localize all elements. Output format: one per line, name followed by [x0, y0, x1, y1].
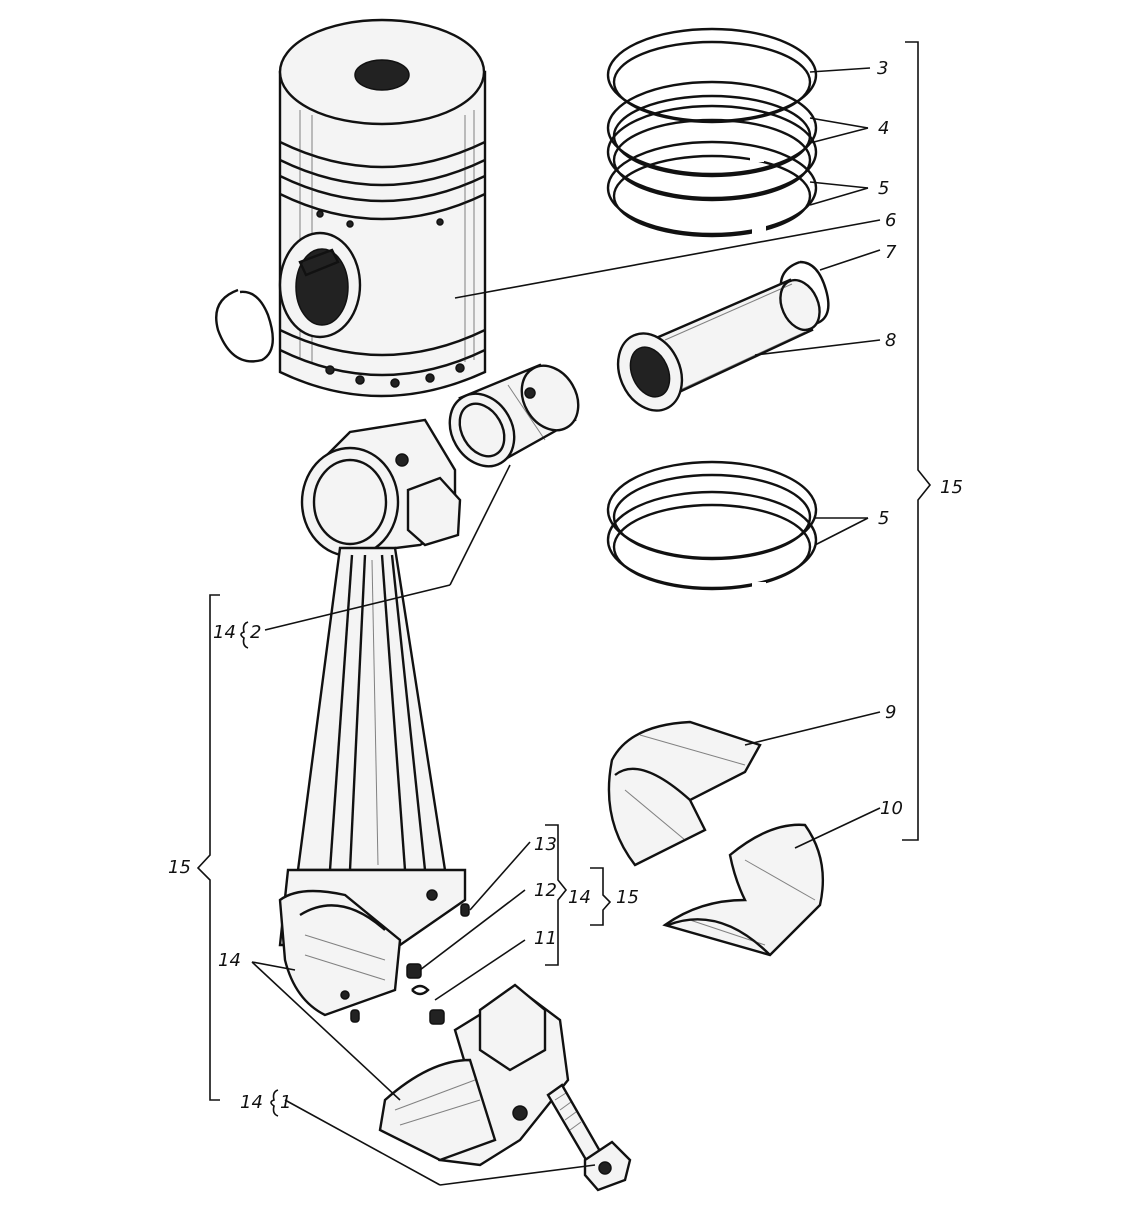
label-3: 3: [877, 58, 888, 79]
piston-icon: [278, 18, 487, 398]
label-4: 4: [878, 118, 889, 139]
bushing-icon: [448, 363, 580, 468]
label-6: 6: [885, 210, 896, 231]
connecting-rod-icon: [278, 418, 467, 1017]
label-5-top: 5: [878, 178, 889, 199]
label-14-shells: 14: [218, 950, 241, 971]
dowel-pin-icon: [460, 903, 470, 917]
bearing-shell-icon: [607, 720, 762, 867]
piston-ring-icon: [606, 27, 818, 238]
dowel-pin-icon: [350, 1009, 360, 1023]
bearing-shell-icon: [662, 823, 825, 957]
label-15-left: 15: [168, 857, 191, 878]
label-1: 1: [280, 1092, 291, 1113]
nut-icon: [406, 963, 422, 979]
label-14-bushing: 14: [213, 622, 236, 643]
label-14-bolt: 14: [240, 1092, 263, 1113]
lock-washer-icon: [411, 984, 430, 996]
label-9: 9: [885, 702, 896, 723]
label-15-right: 15: [940, 477, 963, 498]
label-10: 10: [880, 798, 903, 819]
label-13: 13: [534, 834, 557, 855]
label-8: 8: [885, 330, 896, 351]
circlip-icon: [215, 288, 274, 363]
label-5-middle: 5: [878, 508, 889, 529]
label-14-small: 14: [568, 887, 591, 908]
nut-icon: [429, 1009, 445, 1025]
piston-pin-icon: [616, 278, 821, 412]
connecting-rod-cap-icon: [378, 983, 570, 1167]
label-11: 11: [534, 928, 557, 949]
label-12: 12: [534, 880, 557, 901]
leader-lines: [196, 41, 932, 1186]
bolt-icon: [546, 1083, 632, 1192]
label-2: 2: [250, 622, 261, 643]
piston-ring-icon: [606, 460, 818, 594]
label-7: 7: [885, 242, 897, 263]
label-15-small: 15: [616, 887, 639, 908]
